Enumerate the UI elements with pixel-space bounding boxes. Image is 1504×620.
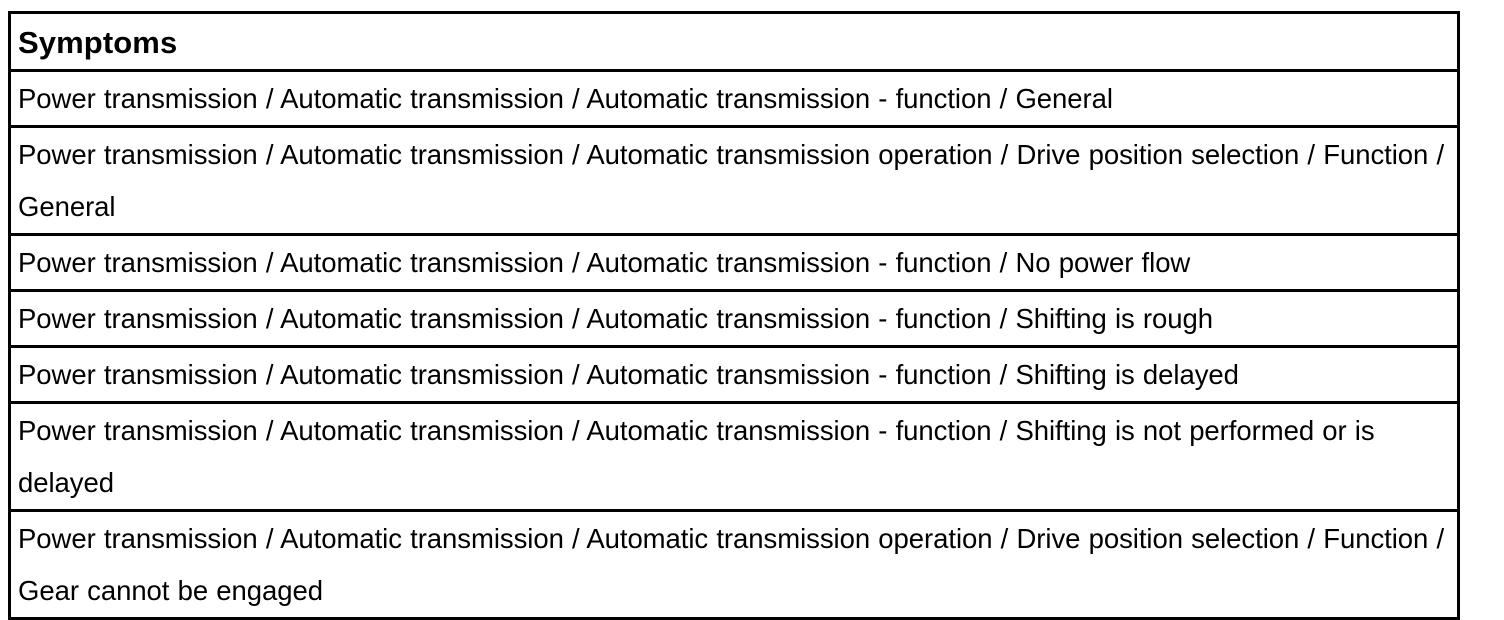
table-row: Power transmission / Automatic transmiss…	[8, 401, 1460, 512]
symptoms-table: Symptoms Power transmission / Automatic …	[8, 11, 1460, 620]
table-body: Power transmission / Automatic transmiss…	[8, 69, 1460, 620]
symptom-cell-1: Power transmission / Automatic transmiss…	[8, 69, 1460, 128]
symptom-text-5: Power transmission / Automatic transmiss…	[18, 359, 1239, 390]
symptom-text-4: Power transmission / Automatic transmiss…	[18, 303, 1214, 334]
column-header-symptoms: Symptoms	[8, 11, 1460, 72]
symptom-cell-4: Power transmission / Automatic transmiss…	[8, 289, 1460, 348]
symptom-text-1: Power transmission / Automatic transmiss…	[18, 83, 1113, 114]
symptom-cell-6: Power transmission / Automatic transmiss…	[8, 401, 1460, 512]
table-row: Power transmission / Automatic transmiss…	[8, 345, 1460, 404]
table-header-row: Symptoms	[8, 11, 1460, 72]
symptom-cell-7: Power transmission / Automatic transmiss…	[8, 509, 1460, 620]
column-header-symptoms-label: Symptoms	[18, 25, 178, 60]
table-row: Power transmission / Automatic transmiss…	[8, 289, 1460, 348]
table-row: Power transmission / Automatic transmiss…	[8, 233, 1460, 292]
symptom-text-3: Power transmission / Automatic transmiss…	[18, 247, 1191, 278]
symptom-text-7: Power transmission / Automatic transmiss…	[18, 523, 1445, 606]
symptom-cell-2: Power transmission / Automatic transmiss…	[8, 125, 1460, 236]
symptom-text-2: Power transmission / Automatic transmiss…	[18, 139, 1445, 222]
document-page: Symptoms Power transmission / Automatic …	[8, 11, 1460, 620]
symptom-cell-5: Power transmission / Automatic transmiss…	[8, 345, 1460, 404]
symptom-cell-3: Power transmission / Automatic transmiss…	[8, 233, 1460, 292]
table-header: Symptoms	[8, 11, 1460, 72]
table-row: Power transmission / Automatic transmiss…	[8, 69, 1460, 128]
table-row: Power transmission / Automatic transmiss…	[8, 125, 1460, 236]
table-row: Power transmission / Automatic transmiss…	[8, 509, 1460, 620]
symptom-text-6: Power transmission / Automatic transmiss…	[18, 415, 1375, 498]
